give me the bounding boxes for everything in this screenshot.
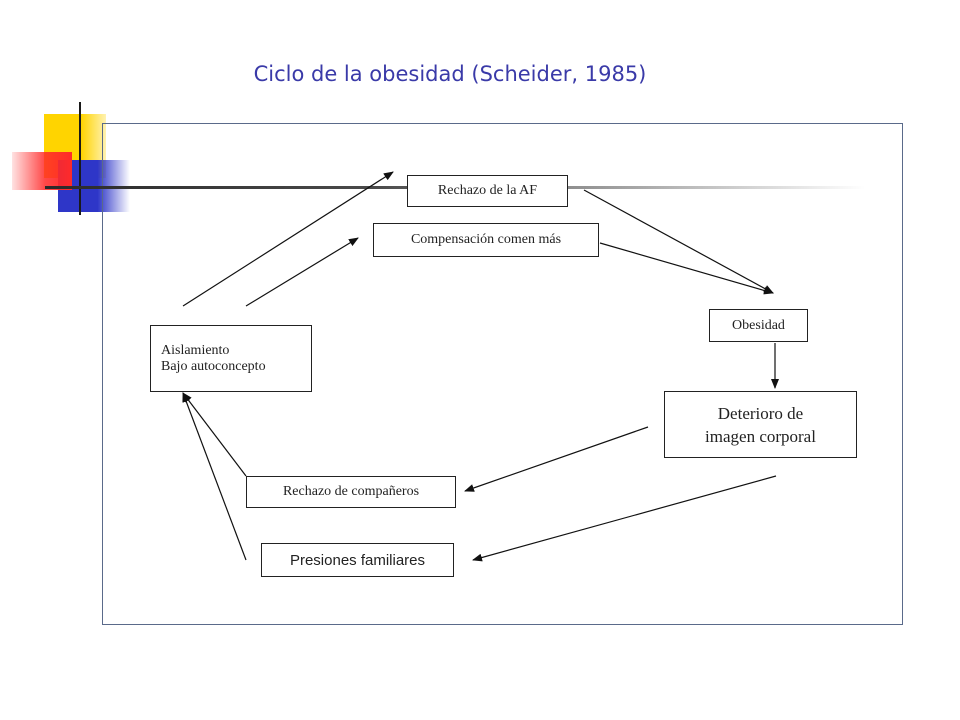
node-presiones-familiares: Presiones familiares <box>261 543 454 577</box>
slide-title-text: Ciclo de la obesidad (Scheider, 1985) <box>253 62 647 86</box>
slide-title: Ciclo de la obesidad (Scheider, 1985) <box>0 62 900 86</box>
node-rechazo-companeros: Rechazo de compañeros <box>246 476 456 508</box>
node-aislamiento: Aislamiento Bajo autoconcepto <box>150 325 312 392</box>
arrow-rechazo-af-to-obesidad <box>583 189 774 294</box>
diagram-frame <box>102 123 903 625</box>
arrow-aislamiento-to-compensacion <box>245 237 359 307</box>
node-deterioro-line-1: Deterioro de <box>717 403 804 423</box>
node-obesidad-label: Obesidad <box>732 317 785 333</box>
node-compensacion-label: Compensación comen más <box>410 232 562 247</box>
node-aislamiento-line-2: Bajo autoconcepto <box>161 358 266 374</box>
arrow-deterioro-to-presiones <box>472 475 777 562</box>
node-compensacion: Compensación comen más <box>373 223 599 257</box>
node-rechazo-af-label: Rechazo de la AF <box>437 183 538 198</box>
node-aislamiento-line-1: Aislamiento <box>161 342 230 358</box>
node-rechazo-companeros-label: Rechazo de compañeros <box>282 484 420 499</box>
arrow-rechazo-companeros-to-aislamiento <box>182 392 247 477</box>
node-presiones-label: Presiones familiares <box>289 551 426 569</box>
arrow-deterioro-to-rechazo-companeros <box>464 426 649 492</box>
arrow-aislamiento-to-rechazo-af <box>182 171 394 307</box>
node-deterioro-imagen-corporal: Deterioro de imagen corporal <box>664 391 857 458</box>
node-rechazo-af: Rechazo de la AF <box>407 175 568 207</box>
arrow-presiones-to-aislamiento <box>182 392 247 561</box>
arrow-compensacion-to-obesidad <box>599 242 774 295</box>
decorative-red-square <box>12 152 72 190</box>
node-deterioro-line-2: imagen corporal <box>705 426 816 446</box>
node-obesidad: Obesidad <box>709 309 808 342</box>
decorative-vertical-line <box>79 102 81 215</box>
